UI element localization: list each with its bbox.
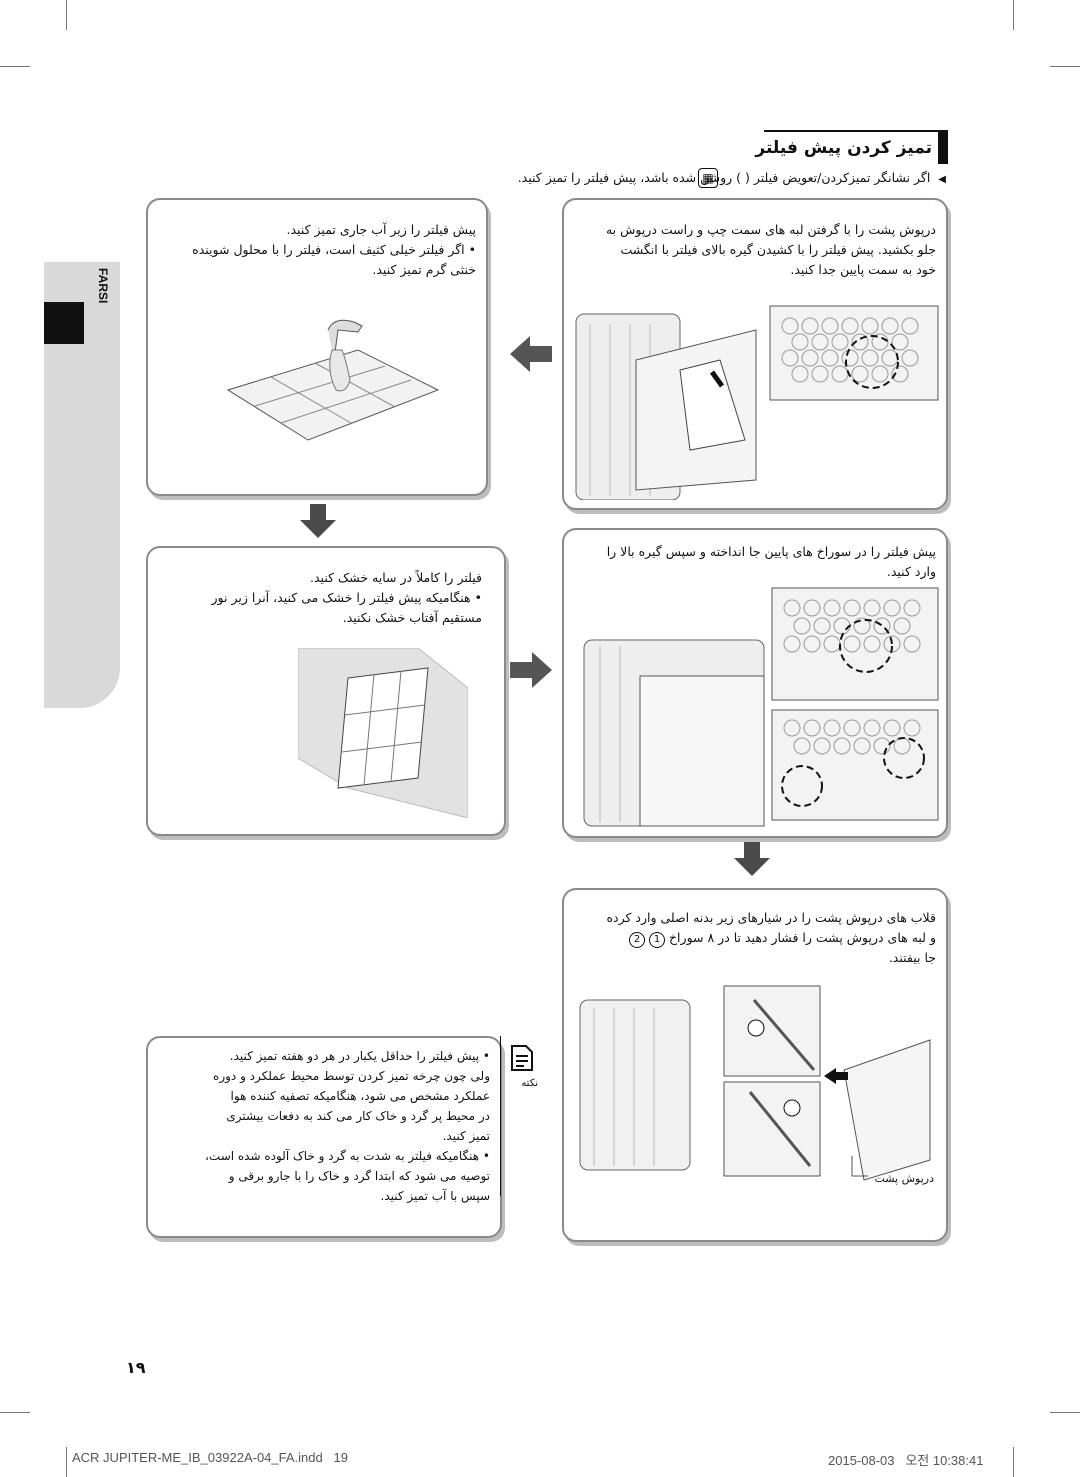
note-line: توصیه می شود که ابتدا گرد و خاک را با جا… xyxy=(228,1169,490,1183)
arrow-down-stem xyxy=(744,842,760,858)
step-5-line: قلاب های درپوش پشت را در شیارهای زیر بدن… xyxy=(606,910,936,925)
step-5-line-text: و لبه های درپوش پشت را فشار دهید تا در ۸… xyxy=(668,930,936,945)
step-4-box: پیش فیلتر را در سوراخ های پایین جا انداخ… xyxy=(562,528,948,838)
note-line: هنگامیکه فیلتر به شدت به گرد و خاک آلوده… xyxy=(154,1146,490,1166)
step-5-line: جا بیفتند. xyxy=(888,950,936,965)
step-1-line: جلو بکشید. پیش فیلتر را با کشیدن گیره با… xyxy=(620,242,936,257)
note-icon xyxy=(511,1045,533,1071)
step-3-line: مستقیم آفتاب خشک نکنید. xyxy=(342,610,482,625)
arrow-down-stem xyxy=(310,504,326,520)
step-4-line: وارد کنید. xyxy=(886,564,936,579)
crop-mark xyxy=(0,66,30,67)
intro-pointer-icon: ◀ xyxy=(938,174,946,185)
step-4-line: پیش فیلتر را در سوراخ های پایین جا انداخ… xyxy=(606,544,936,559)
side-tab: FARSI xyxy=(44,262,120,708)
step-2-line: خنثی گرم تمیز کنید. xyxy=(372,262,476,277)
note-box: پیش فیلتر را حداقل یکبار در هر دو هفته ت… xyxy=(146,1036,502,1238)
step-1-line: خود به سمت پایین جدا کنید. xyxy=(790,262,936,277)
page-number: ۱۹ xyxy=(126,1358,146,1377)
side-tab-accent xyxy=(44,302,84,344)
note-line: عملکرد مشخص می شود، هنگامیکه تصفیه کننده… xyxy=(230,1089,490,1103)
note-line: تمیز کنید. xyxy=(442,1129,490,1143)
step-1-line: درپوش پشت را با گرفتن لبه های سمت چپ و ر… xyxy=(605,222,936,237)
arrow-down-icon xyxy=(300,520,336,538)
note-line: پیش فیلتر را حداقل یکبار در هر دو هفته ت… xyxy=(154,1046,490,1066)
dry-filter-illustration xyxy=(298,648,468,818)
note-divider xyxy=(500,1036,501,1196)
crop-mark xyxy=(66,0,67,30)
wash-filter-illustration xyxy=(226,319,440,441)
section-heading: تمیز کردن پیش فیلتر xyxy=(755,130,948,166)
crop-mark xyxy=(1013,0,1014,30)
crop-mark xyxy=(0,1412,30,1413)
remove-cover-illustration xyxy=(575,305,939,500)
step-1-box: درپوش پشت را با گرفتن لبه های سمت چپ و ر… xyxy=(562,198,948,510)
filter-indicator-icon: ▦ xyxy=(698,168,718,188)
section-intro: ◀ اگر نشانگر تمیزکردن/تعویض فیلتر ( ) رو… xyxy=(440,168,946,188)
arrow-right-icon xyxy=(510,652,552,688)
footer-right: 2015-08-03 오전 10:38:41 xyxy=(828,1453,984,1468)
note-label: نکته xyxy=(521,1078,538,1089)
arrow-down-icon xyxy=(734,858,770,876)
footer-left: ACR JUPITER-ME_IB_03922A-04_FA.indd 19 xyxy=(72,1450,349,1465)
intro-text: اگر نشانگر تمیزکردن/تعویض فیلتر ( ) روشن… xyxy=(517,170,931,185)
step-2-line: اگر فیلتر خیلی کثیف است، فیلتر را با محل… xyxy=(158,240,476,260)
number-2-icon: 2 xyxy=(629,932,646,948)
crop-mark xyxy=(1050,1412,1080,1413)
step-3-line: فیلتر را کاملاً در سایه خشک کنید. xyxy=(310,570,482,585)
step-2-line: پیش فیلتر را زیر آب جاری تمیز کنید. xyxy=(286,222,476,237)
insert-filter-illustration xyxy=(583,587,939,827)
number-1-icon: 1 xyxy=(649,932,665,948)
crop-mark xyxy=(1050,66,1080,67)
step-2-box: پیش فیلتر را زیر آب جاری تمیز کنید. اگر … xyxy=(146,198,488,496)
step-3-box: فیلتر را کاملاً در سایه خشک کنید. هنگامی… xyxy=(146,546,506,836)
cover-label: درپوش پشت xyxy=(874,1172,934,1185)
side-tab-label: FARSI xyxy=(96,268,110,304)
crop-mark xyxy=(66,1447,67,1477)
attach-cover-illustration xyxy=(579,985,931,1181)
note-line: ولی چون چرخه تمیز کردن توسط محیط عملکرد … xyxy=(213,1069,490,1083)
step-5-box: قلاب های درپوش پشت را در شیارهای زیر بدن… xyxy=(562,888,948,1242)
step-5-line: و لبه های درپوش پشت را فشار دهید تا در ۸… xyxy=(574,928,936,948)
step-3-line: هنگامیکه پیش فیلتر را خشک می کنید، آنرا … xyxy=(152,588,482,608)
arrow-left-icon xyxy=(510,336,552,372)
note-line: در محیط پر گرد و خاک کار می کند به دفعات… xyxy=(226,1109,490,1123)
heading-bar xyxy=(938,130,948,164)
crop-mark xyxy=(1013,1447,1014,1477)
page-title: تمیز کردن پیش فیلتر xyxy=(755,138,932,158)
note-line: سپس با آب تمیز کنید. xyxy=(380,1189,490,1203)
